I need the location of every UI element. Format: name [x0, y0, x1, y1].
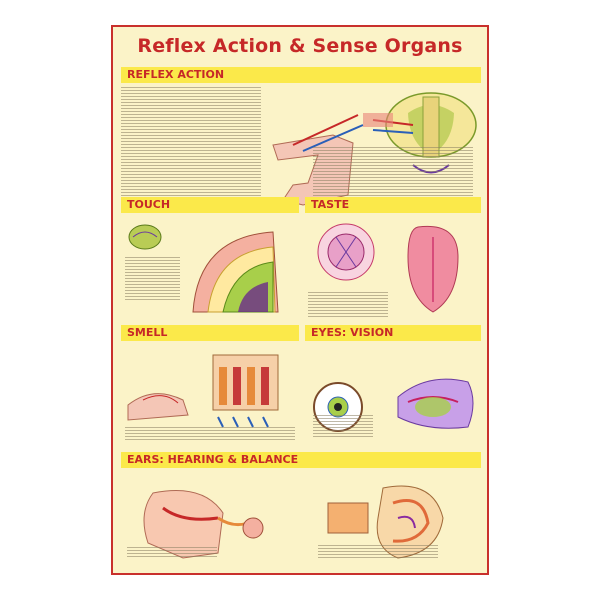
section-header-smell: SMELL	[121, 325, 299, 341]
taste-tongue-illustration	[317, 223, 459, 313]
section-header-taste: TASTE	[305, 197, 481, 213]
eyes-text-block	[313, 415, 373, 437]
reflex-notes-block	[313, 147, 473, 202]
section-header-ears: EARS: HEARING & BALANCE	[121, 452, 481, 468]
ears-text-block	[127, 547, 217, 559]
reflex-text-block	[121, 87, 261, 207]
chart-poster: Reflex Action & Sense Organs REFLEX ACTI…	[111, 25, 489, 575]
ear-illustration	[143, 485, 444, 559]
ears-notes-block	[318, 545, 438, 559]
smell-text-block	[125, 427, 295, 441]
touch-skin-illustration	[128, 224, 279, 313]
poster-title: Reflex Action & Sense Organs	[137, 35, 463, 57]
section-header-reflex-action: REFLEX ACTION	[121, 67, 481, 83]
section-header-eyes-vision: EYES: VISION	[305, 325, 481, 341]
section-header-touch: TOUCH	[121, 197, 299, 213]
taste-text-block	[308, 292, 388, 317]
touch-text-block	[125, 257, 180, 302]
smell-olfactory-illustration	[127, 354, 279, 428]
